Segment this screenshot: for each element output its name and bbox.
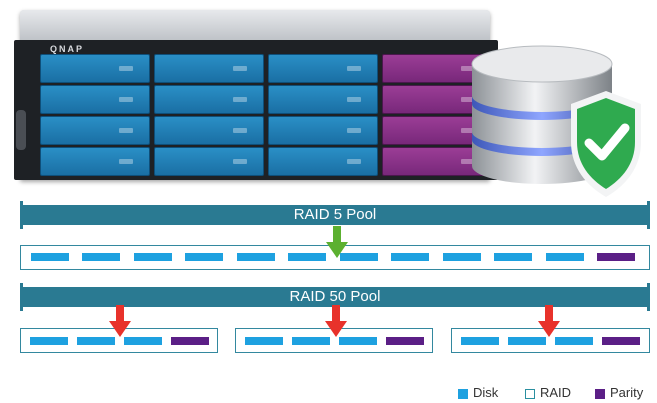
disk-segment bbox=[82, 253, 120, 261]
disk-segment bbox=[391, 253, 429, 261]
shield-check-icon bbox=[571, 91, 641, 197]
disk-segment bbox=[31, 253, 69, 261]
raid50-pool-bar: RAID 50 Pool bbox=[20, 283, 650, 311]
legend-disk-swatch bbox=[458, 389, 468, 399]
legend-parity-label: Parity bbox=[610, 385, 644, 400]
arrow-down-icon bbox=[538, 305, 560, 337]
disk-segment bbox=[237, 253, 275, 261]
disk-segment bbox=[288, 253, 326, 261]
disk-segment bbox=[245, 337, 283, 345]
arrow-down-icon bbox=[325, 305, 347, 337]
disk-segment bbox=[339, 337, 377, 345]
parity-segment bbox=[171, 337, 209, 345]
legend-raid-label: RAID bbox=[540, 385, 572, 400]
parity-segment bbox=[597, 253, 635, 261]
nas-handle bbox=[16, 110, 26, 150]
nas-top-cover bbox=[20, 10, 490, 40]
drive-bay bbox=[154, 147, 264, 176]
disk-segment bbox=[546, 253, 584, 261]
disk-segment bbox=[30, 337, 68, 345]
parity-segment bbox=[602, 337, 640, 345]
drive-bay-parity bbox=[382, 147, 492, 176]
drive-bay bbox=[154, 116, 264, 145]
disk-segment bbox=[443, 253, 481, 261]
drive-bay bbox=[268, 116, 378, 145]
disk-segment bbox=[292, 337, 330, 345]
drive-bay bbox=[40, 116, 150, 145]
drive-bay bbox=[40, 147, 150, 176]
nas-brand-logo: QNAP bbox=[50, 44, 85, 54]
disk-segment bbox=[134, 253, 172, 261]
legend-raid-swatch bbox=[525, 389, 535, 399]
legend-disk-label: Disk bbox=[473, 385, 499, 400]
drive-bays bbox=[40, 54, 492, 178]
drive-bay bbox=[268, 54, 378, 83]
drive-bay bbox=[40, 85, 150, 114]
raid5-pool-bar: RAID 5 Pool bbox=[20, 201, 650, 229]
drive-bay bbox=[40, 54, 150, 83]
drive-bay bbox=[154, 54, 264, 83]
disk-segment bbox=[185, 253, 223, 261]
raid50-pool-label: RAID 50 Pool bbox=[289, 288, 381, 305]
disk-segment bbox=[555, 337, 593, 345]
disk-segment bbox=[77, 337, 115, 345]
raid5-pool-label: RAID 5 Pool bbox=[293, 206, 377, 223]
drive-bay bbox=[268, 85, 378, 114]
arrow-down-icon bbox=[326, 226, 348, 258]
parity-segment bbox=[386, 337, 424, 345]
disk-segment bbox=[124, 337, 162, 345]
disk-segment bbox=[340, 253, 378, 261]
drive-bay bbox=[154, 85, 264, 114]
arrow-down-icon bbox=[109, 305, 131, 337]
drive-bay bbox=[268, 147, 378, 176]
legend-parity-swatch bbox=[595, 389, 605, 399]
raid5-group bbox=[20, 245, 650, 270]
disk-segment bbox=[494, 253, 532, 261]
disk-segment bbox=[461, 337, 499, 345]
disk-segment bbox=[508, 337, 546, 345]
